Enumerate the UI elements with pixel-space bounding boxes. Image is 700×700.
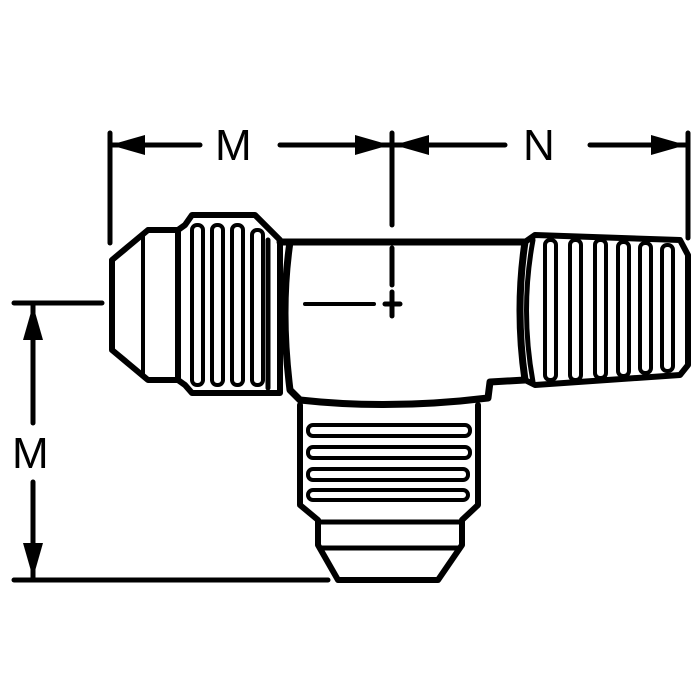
right-pipe-thread-end	[522, 232, 691, 388]
arrowheads	[23, 135, 686, 578]
arrow-right-icon	[651, 135, 686, 155]
dimension-label-m-top: M	[215, 121, 252, 170]
dimension-lines	[30, 142, 689, 581]
bottom-flare-end	[297, 402, 481, 583]
arrow-down-icon	[23, 543, 43, 578]
arrow-right-icon	[355, 135, 390, 155]
left-flare-end	[109, 212, 283, 396]
tee-body	[276, 238, 529, 409]
dimension-label-m-left: M	[12, 429, 49, 478]
arrow-left-icon	[110, 135, 145, 155]
extension-lines	[11, 130, 691, 583]
arrow-up-icon	[23, 305, 43, 340]
dimension-label-n-top: N	[523, 121, 555, 170]
center-mark	[382, 289, 403, 319]
arrow-left-icon	[394, 135, 429, 155]
